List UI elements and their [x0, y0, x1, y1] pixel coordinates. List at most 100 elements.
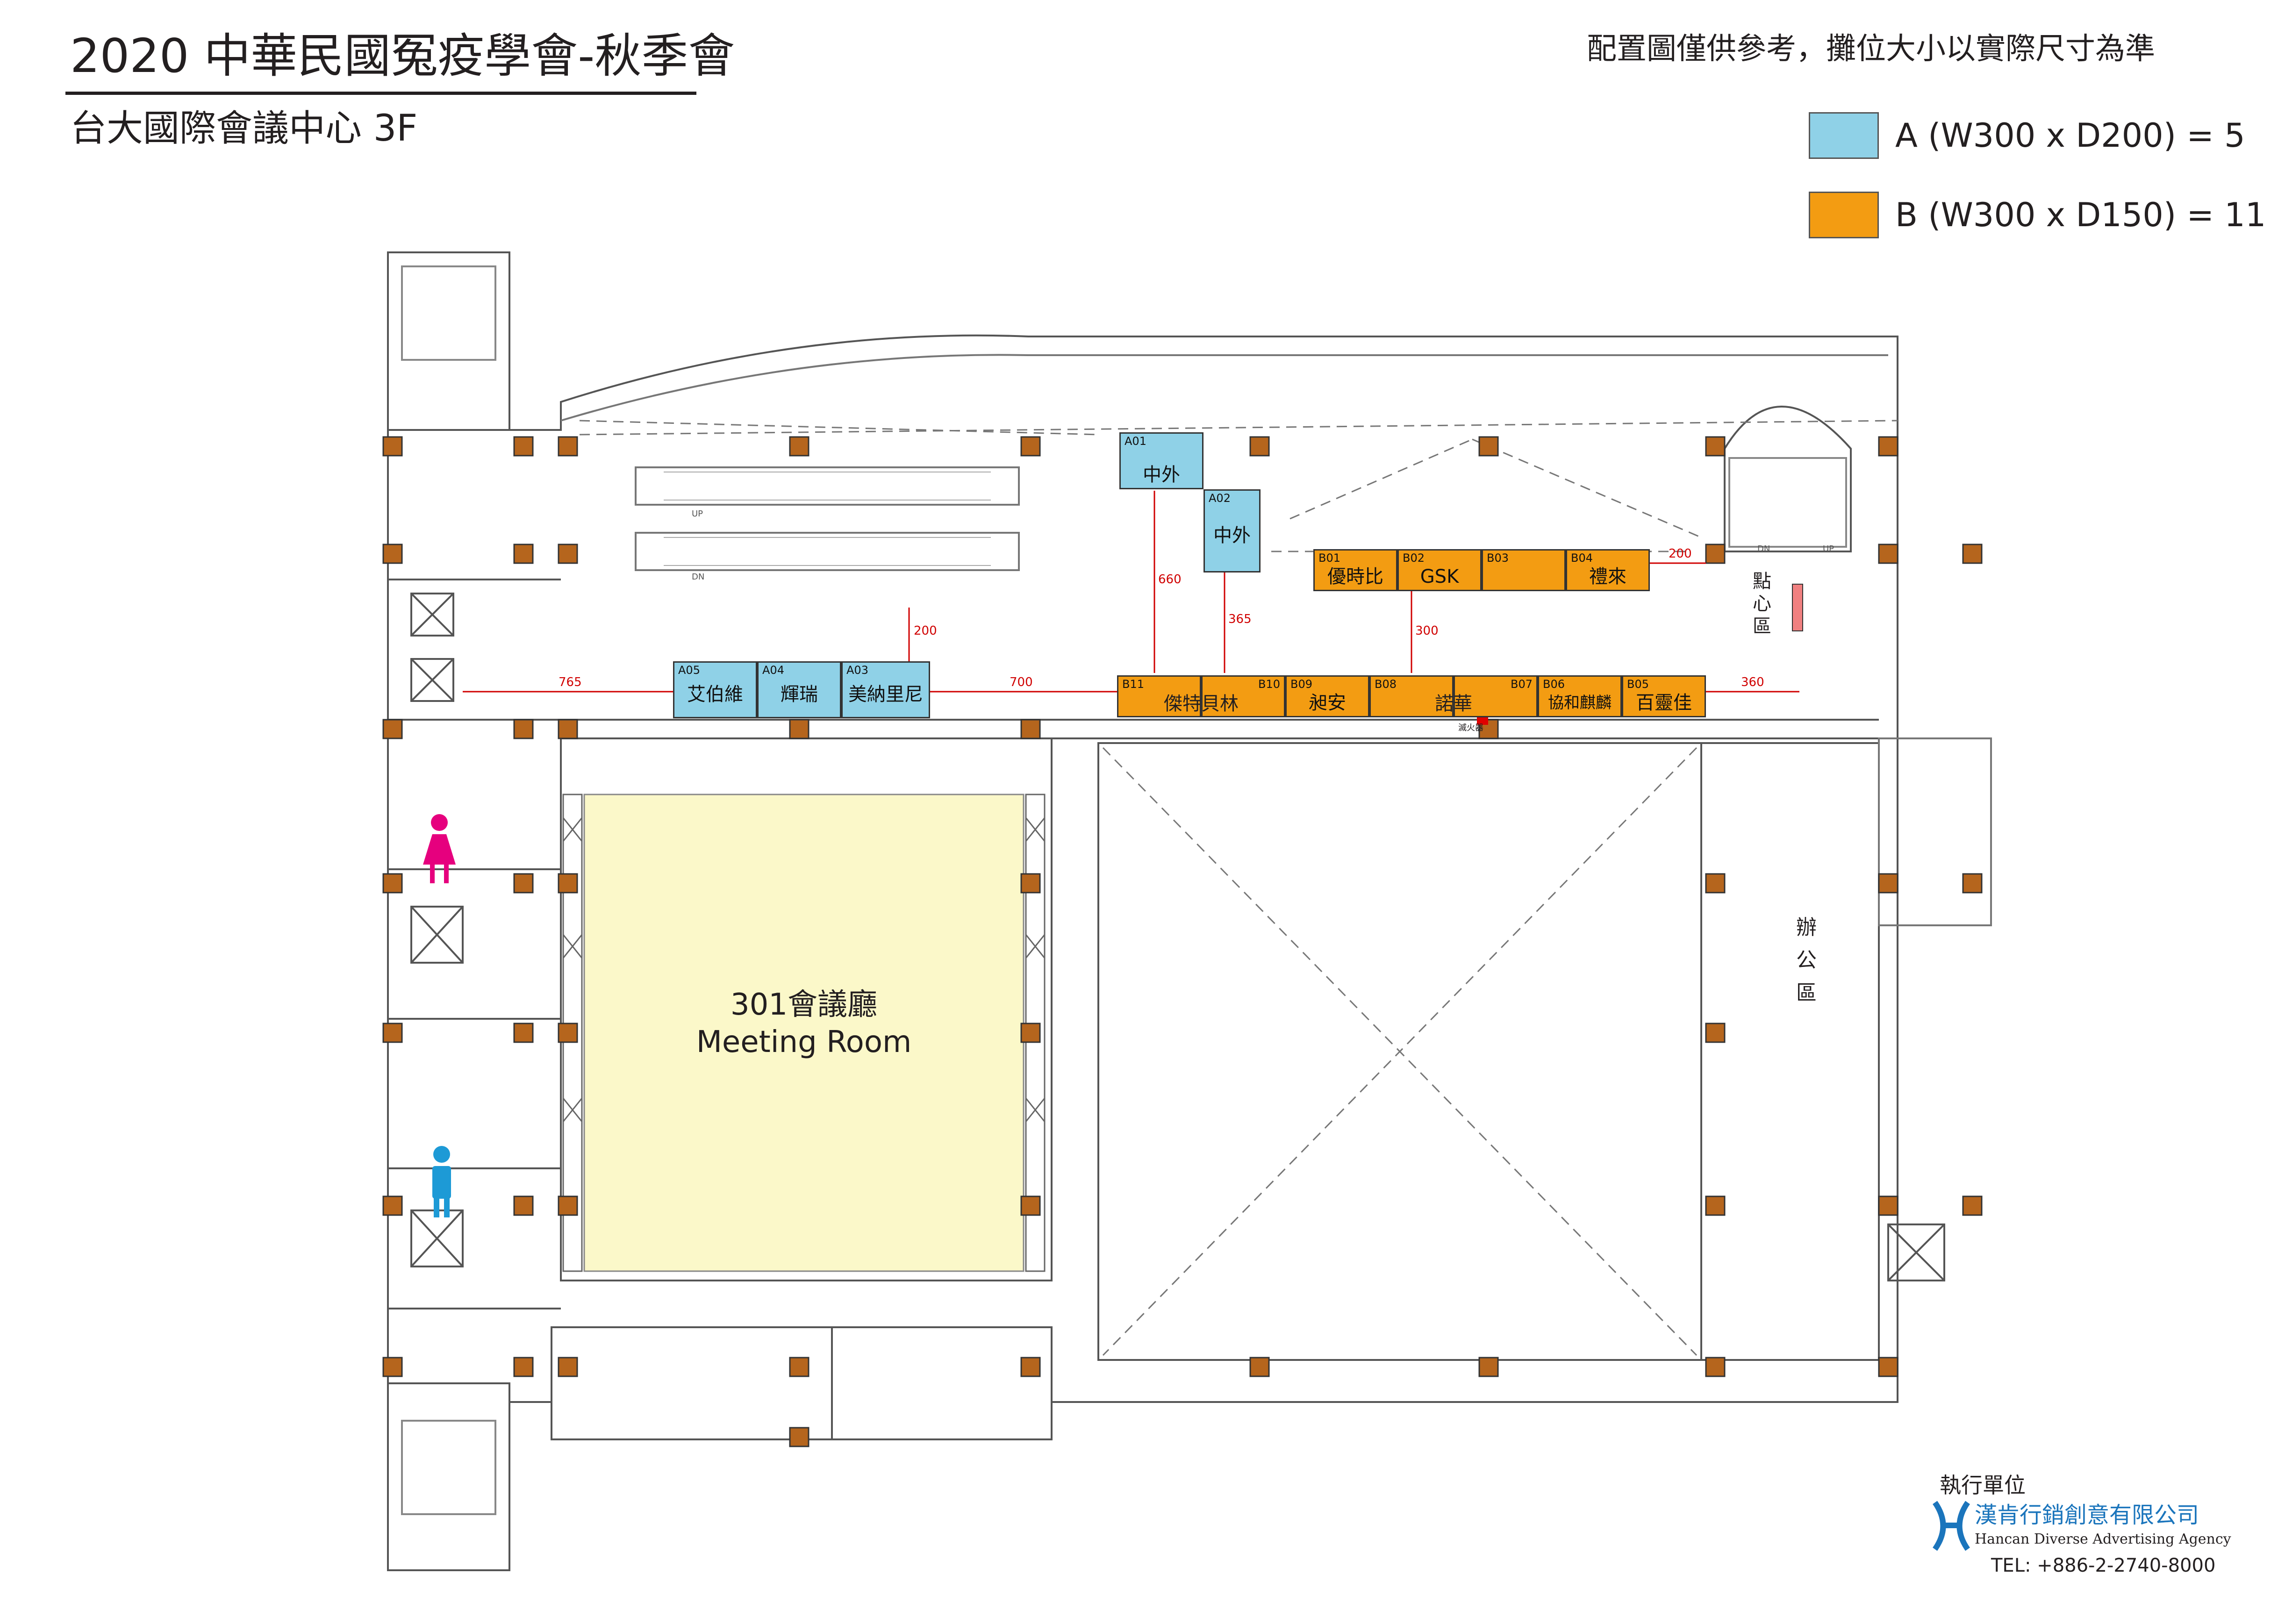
booth-b03[interactable]: B03 — [1482, 549, 1566, 591]
booth-a05[interactable]: A05 艾伯維 — [673, 661, 757, 718]
booth-id: B06 — [1543, 678, 1565, 691]
booth-b04[interactable]: B04 禮來 — [1566, 549, 1650, 591]
booth-id: B09 — [1290, 678, 1313, 691]
male-restroom-icon — [432, 1146, 451, 1217]
dimension-200-horizontal: 200 — [1669, 547, 1692, 561]
pillar — [1962, 873, 1983, 894]
booth-exhibitor: 中外 — [1143, 464, 1180, 486]
pillar — [1878, 544, 1898, 564]
pillar — [1478, 719, 1499, 739]
booth-exhibitor-b08-b07: 諾華 — [1435, 693, 1472, 715]
meeting-room-name-cn: 301會議廳 — [730, 987, 878, 1022]
elevator-3 — [410, 906, 464, 964]
pillar — [382, 1357, 403, 1377]
elevator-1 — [410, 593, 454, 637]
pillar — [382, 1023, 403, 1043]
pillar — [1962, 1195, 1983, 1216]
pillar — [1878, 1195, 1898, 1216]
pillar — [558, 719, 578, 739]
booth-exhibitor: 百靈佳 — [1636, 692, 1692, 714]
booth-a01[interactable]: A01 中外 — [1119, 432, 1203, 489]
dimension-lines — [463, 491, 1799, 693]
pillar — [1878, 1357, 1898, 1377]
legend-item-b: B (W300 x D150) = 11 — [1809, 192, 2266, 238]
booth-b02[interactable]: B02 GSK — [1397, 549, 1482, 591]
pillar — [513, 873, 534, 894]
booth-id: B07 — [1510, 678, 1533, 691]
pillar — [1478, 436, 1499, 457]
booth-b10[interactable]: B10 — [1201, 675, 1285, 717]
booth-exhibitor: 美納里尼 — [848, 684, 923, 705]
pillar — [1478, 1357, 1499, 1377]
booth-exhibitor: 中外 — [1213, 525, 1251, 546]
map-title: 2020 中華民國冤疫學會-秋季會 — [70, 29, 735, 83]
elevator-2 — [410, 658, 454, 702]
booth-id: A03 — [846, 664, 868, 677]
fire-extinguisher-label: 滅火器 — [1458, 723, 1483, 733]
pillar — [1705, 873, 1726, 894]
pillar — [1020, 873, 1041, 894]
pillar — [1249, 436, 1270, 457]
pillar — [382, 1195, 403, 1216]
pillar — [1878, 873, 1898, 894]
legend-label-b: B (W300 x D150) = 11 — [1895, 196, 2266, 234]
booth-exhibitor: 輝瑞 — [781, 684, 818, 705]
escalator-down — [635, 532, 1020, 571]
pillar — [382, 436, 403, 457]
pillar — [513, 719, 534, 739]
booth-id: A04 — [762, 664, 784, 677]
booth-b09[interactable]: B09 昶安 — [1285, 675, 1369, 717]
pillar — [1705, 1195, 1726, 1216]
meeting-room-name-en: Meeting Room — [696, 1025, 912, 1059]
pillar — [558, 1195, 578, 1216]
booth-id: B04 — [1571, 551, 1593, 565]
dimension-360: 360 — [1741, 675, 1764, 689]
pillar — [1705, 436, 1726, 457]
pillar — [558, 873, 578, 894]
booth-exhibitor: 優時比 — [1327, 566, 1383, 587]
pillar — [513, 1023, 534, 1043]
pillar — [558, 1023, 578, 1043]
booth-a04[interactable]: A04 輝瑞 — [757, 661, 841, 718]
pillar — [513, 1195, 534, 1216]
pillar — [1962, 544, 1983, 564]
meeting-room — [583, 794, 1024, 1272]
pillar — [558, 544, 578, 564]
exec-unit-label: 執行單位 — [1940, 1473, 2026, 1498]
booth-b06[interactable]: B06 協和麒麟 — [1538, 675, 1622, 717]
pillar — [1020, 436, 1041, 457]
booth-b05[interactable]: B05 百靈佳 — [1622, 675, 1706, 717]
agency-phone: TEL: +886-2-2740-8000 — [1991, 1555, 2216, 1576]
booth-b08[interactable]: B08 — [1369, 675, 1454, 717]
venue-subtitle: 台大國際會議中心 3F — [70, 107, 418, 150]
pillar — [382, 873, 403, 894]
pillar — [789, 436, 809, 457]
snack-area-label: 點心區 — [1753, 571, 1771, 637]
legend: A (W300 x D200) = 5 B (W300 x D150) = 11 — [1809, 112, 2266, 238]
pillar — [789, 1357, 809, 1377]
dimension-365: 365 — [1228, 612, 1252, 626]
escalator-up-label: UP — [692, 509, 703, 519]
booth-id: B01 — [1318, 551, 1341, 565]
agency-name-en: Hancan Diverse Advertising Agency — [1975, 1531, 2231, 1547]
pillar — [1020, 719, 1041, 739]
pillar — [1249, 1357, 1270, 1377]
pillar — [1705, 544, 1726, 564]
pillar — [513, 436, 534, 457]
stair-tower-bottom — [387, 1382, 510, 1571]
booth-id: A05 — [678, 664, 700, 677]
female-restroom-icon — [423, 814, 456, 883]
pillar — [1020, 1357, 1041, 1377]
pillar — [558, 1357, 578, 1377]
booth-b11[interactable]: B11 — [1117, 675, 1201, 717]
legend-item-a: A (W300 x D200) = 5 — [1809, 112, 2266, 159]
booth-a03[interactable]: A03 美納里尼 — [841, 661, 930, 718]
booth-id: B05 — [1627, 678, 1649, 691]
office-area-label: 辦公區 — [1796, 916, 1817, 1005]
legend-swatch-a — [1809, 112, 1879, 159]
booth-b01[interactable]: B01 優時比 — [1313, 549, 1397, 591]
legend-swatch-b — [1809, 192, 1879, 238]
booth-b07[interactable]: B07 — [1454, 675, 1538, 717]
booth-a02[interactable]: A02 中外 — [1203, 489, 1261, 572]
